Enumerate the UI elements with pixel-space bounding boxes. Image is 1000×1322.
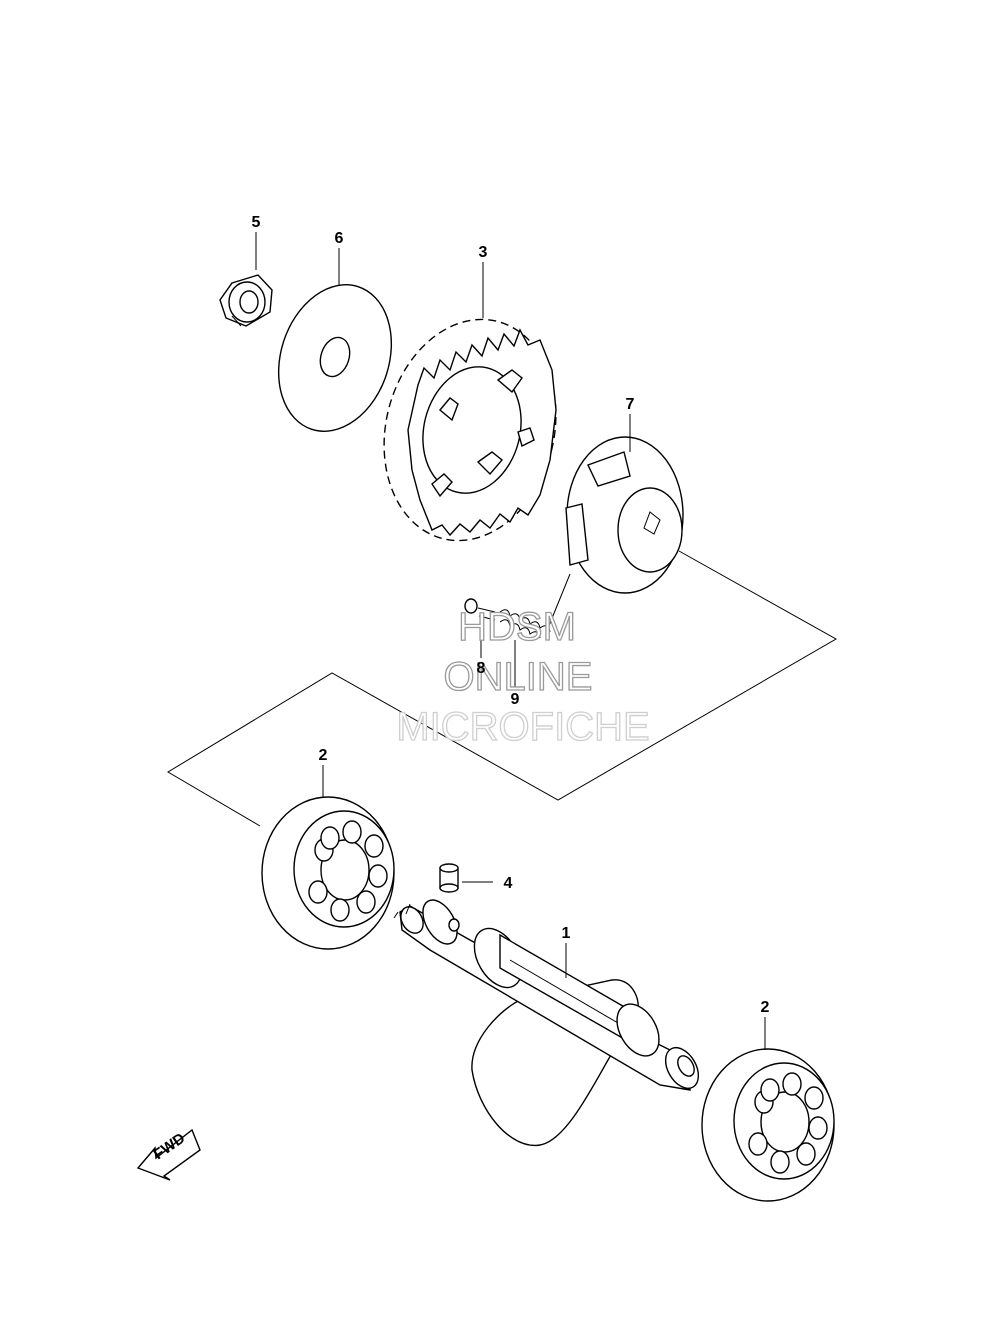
callout-2-upper: 2 xyxy=(319,747,328,764)
callout-4: 4 xyxy=(504,875,513,892)
part-5-nut[interactable] xyxy=(219,274,273,327)
part-3-gear[interactable] xyxy=(361,301,578,559)
watermark-line-3: MICROFICHE xyxy=(396,705,649,749)
callout-1: 1 xyxy=(562,925,571,942)
part-6-washer[interactable] xyxy=(260,270,409,446)
part-1-balancer-shaft[interactable] xyxy=(393,894,705,1147)
callout-9: 9 xyxy=(511,691,520,708)
watermark-line-2: ONLINE xyxy=(444,655,593,699)
callout-5: 5 xyxy=(252,214,261,231)
callout-7: 7 xyxy=(626,396,635,413)
callout-8: 8 xyxy=(477,660,486,677)
fwd-arrow-icon: FWD xyxy=(136,1128,201,1181)
callout-3: 3 xyxy=(479,244,488,261)
part-9-spring[interactable] xyxy=(499,609,551,639)
part-2-bearing-left[interactable] xyxy=(261,796,395,950)
leader-line-spring xyxy=(547,573,571,629)
part-7-hub[interactable] xyxy=(565,436,684,594)
part-2-bearing-right[interactable] xyxy=(701,1048,835,1202)
callout-6: 6 xyxy=(335,230,344,247)
watermark-line-1: HDSM xyxy=(458,605,576,649)
part-8-pin[interactable] xyxy=(464,598,496,621)
assembly-guide-line xyxy=(167,550,838,827)
callout-2-lower: 2 xyxy=(761,999,770,1016)
part-4-dowel[interactable] xyxy=(439,863,459,893)
